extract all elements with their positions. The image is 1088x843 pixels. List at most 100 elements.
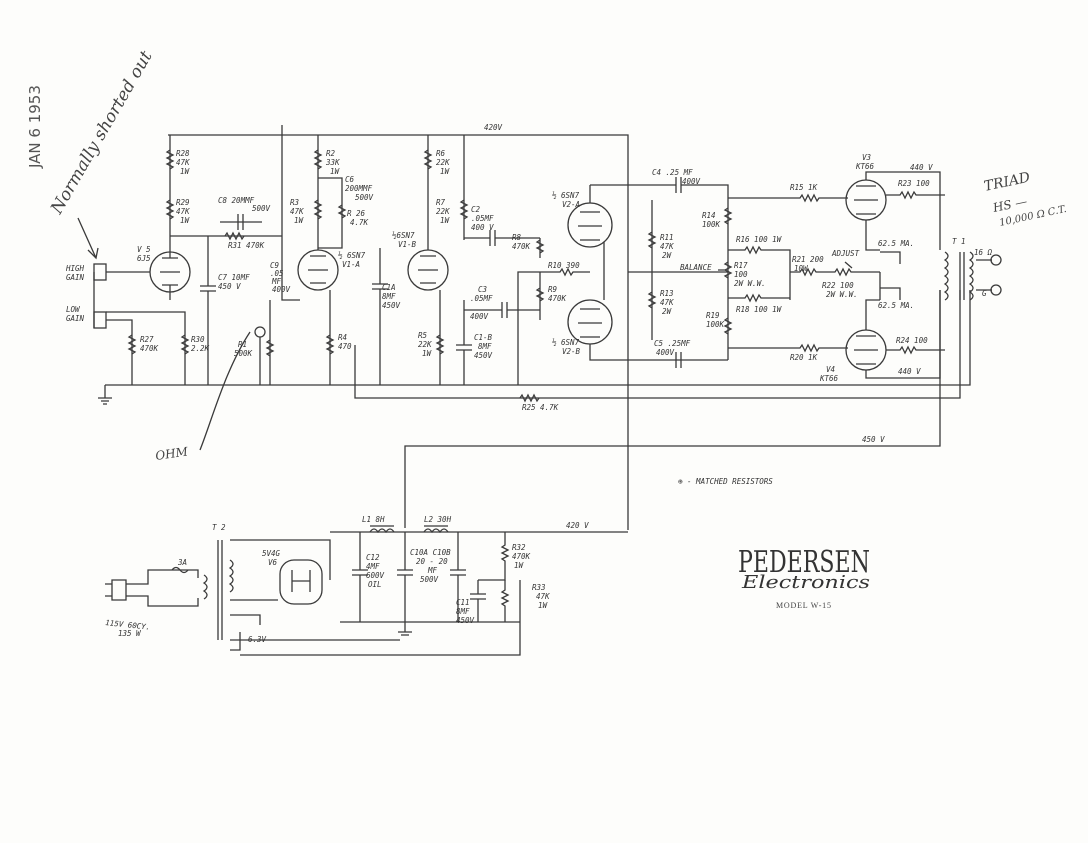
label-ma2: 62.5 MA. xyxy=(878,301,914,310)
label-r10: R10 390 xyxy=(548,261,580,270)
label-v1a: ½ 6SN7 xyxy=(338,251,366,260)
note-triad: TRIAD xyxy=(983,170,1032,195)
label-r18: R18 100 1W xyxy=(736,305,783,314)
v2b-internals xyxy=(578,272,690,361)
resistor-r23 xyxy=(865,171,945,250)
label-v2a-id: V2-A xyxy=(562,200,580,209)
label-v6-id: V6 xyxy=(268,558,278,567)
label-v2b-id: V2-B xyxy=(562,347,581,356)
label-mains-2: 135 W xyxy=(118,629,142,638)
rectifier-v6 xyxy=(279,559,323,605)
label-6v3: 6.3V xyxy=(248,635,267,644)
label-r24: R24 100 xyxy=(896,336,928,345)
v1b-internals xyxy=(418,135,441,385)
label-v3-type: KT66 xyxy=(855,162,875,171)
pot-r1-knob[interactable] xyxy=(254,326,266,338)
meter-jacks[interactable] xyxy=(879,251,901,300)
v3-internals xyxy=(854,185,880,251)
resistor-r21 xyxy=(790,267,826,277)
note-matched: ⊕ - MATCHED RESISTORS xyxy=(678,477,773,486)
resistor-r14 xyxy=(723,207,733,225)
label-r15: R15 1K xyxy=(790,183,818,192)
capacitor-c2 xyxy=(464,230,540,246)
pot-r1 xyxy=(259,300,275,385)
mains-wiring xyxy=(126,569,199,607)
v2a-internals xyxy=(578,184,630,272)
resistor-r5 xyxy=(435,334,445,355)
label-r25: R25 4.7K xyxy=(522,403,559,412)
capacitor-c11 xyxy=(470,580,486,622)
resistor-r27 xyxy=(127,334,137,355)
v4-internals xyxy=(854,299,880,365)
label-r20: R20 1K xyxy=(790,353,818,362)
label-c8-v: 500V xyxy=(252,204,271,213)
label-l2: L2 30H xyxy=(424,515,452,524)
b-plus-450 xyxy=(404,290,941,528)
label-v1b: ½6SN7 xyxy=(392,231,415,240)
capacitor-c12 xyxy=(352,532,368,622)
output-terminal-16[interactable] xyxy=(990,254,1002,266)
v5-coupling xyxy=(170,235,282,280)
label-c8: C8 20MMF xyxy=(218,196,255,205)
date-stamp: JAN 6 1953 xyxy=(26,85,44,169)
label-v440b: 440 V xyxy=(898,367,921,376)
label-v3: V3 xyxy=(862,153,872,162)
resistor-r28 xyxy=(165,149,175,170)
label-r31: R31 470K xyxy=(228,241,265,250)
choke-l1 xyxy=(369,525,395,534)
pot-r17[interactable] xyxy=(718,261,733,279)
resistor-r24 xyxy=(865,290,945,379)
resistor-r6 xyxy=(423,149,433,170)
label-r16: R16 100 1W xyxy=(736,235,783,244)
logo-pedersen: PEDERSEN xyxy=(738,545,870,580)
resistor-r7 xyxy=(459,135,469,240)
resistor-r18 xyxy=(728,293,790,303)
resistor-r8 xyxy=(535,238,545,258)
resistor-r20 xyxy=(728,343,848,353)
input-jack-high[interactable] xyxy=(93,263,107,281)
input-jack-low[interactable] xyxy=(93,311,107,329)
label-t1: T 1 xyxy=(952,237,966,246)
label-ma1: 62.5 MA. xyxy=(878,239,914,248)
resistor-r11 xyxy=(647,200,657,340)
rail-label-1: 420V xyxy=(484,123,503,132)
capacitor-c1a xyxy=(372,248,388,385)
ground-symbol xyxy=(98,385,112,405)
label-v2a: ½ 6SN7 xyxy=(552,191,580,200)
mains-plug[interactable] xyxy=(105,579,127,601)
choke-l2 xyxy=(423,525,449,534)
input-wiring xyxy=(93,271,186,385)
label-r23: R23 100 xyxy=(898,179,930,188)
rail-label-3: 420 V xyxy=(566,521,589,530)
output-terminal-g[interactable] xyxy=(990,284,1002,296)
note-hs: HS — xyxy=(991,194,1029,215)
speaker-leads xyxy=(976,259,992,291)
resistor-r4 xyxy=(325,334,335,355)
capacitor-c10 xyxy=(397,532,466,622)
bias-return xyxy=(240,580,521,656)
resistor-r9 xyxy=(517,271,545,385)
pot-r22[interactable] xyxy=(826,261,880,277)
